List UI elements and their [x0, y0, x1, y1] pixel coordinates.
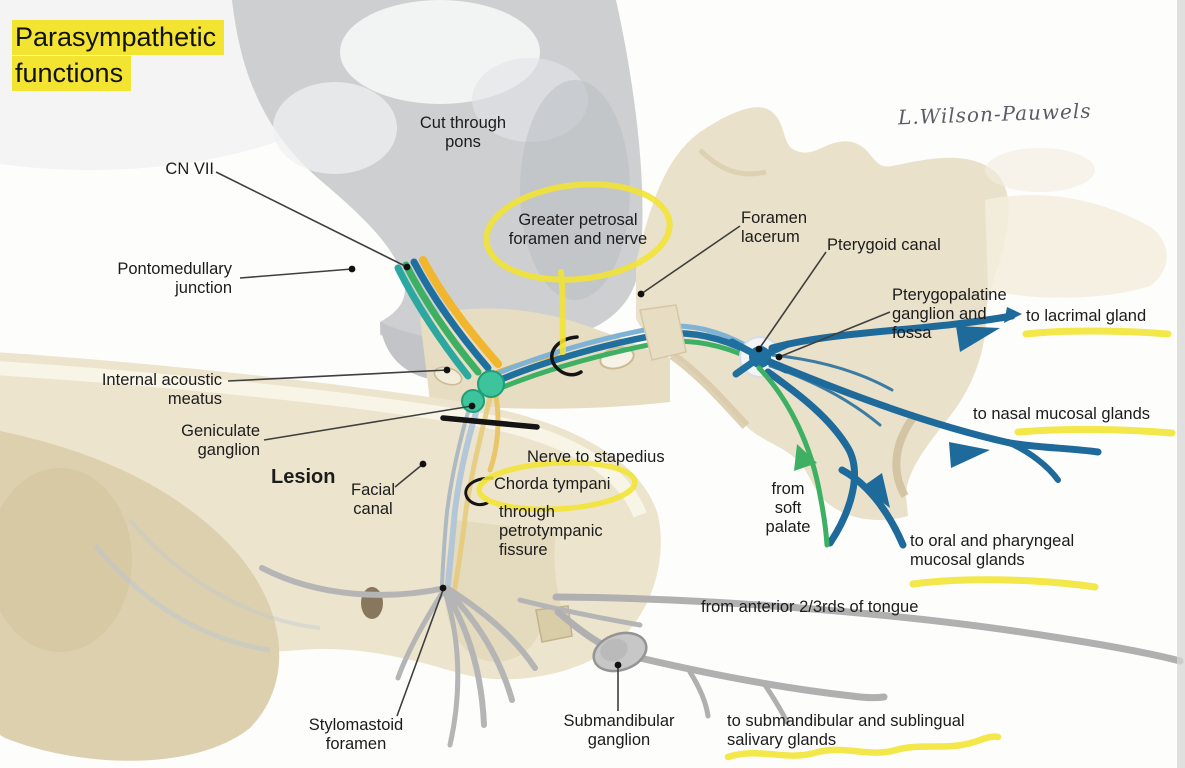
- page-title: Parasympathetic functions: [12, 20, 225, 92]
- flow-arrow-icons: [862, 307, 1022, 508]
- pons-shape: [232, 0, 643, 381]
- circle-chorda-tympani: [476, 459, 638, 513]
- extracranial-branches: [259, 565, 643, 748]
- label-to-submandibular-sublingual: to submandibular and sublingual salivary…: [727, 712, 965, 749]
- yellow-annotations: [476, 181, 1176, 761]
- title-line2: functions: [12, 56, 132, 91]
- label-greater-petrosal: Greater petrosal foramen and nerve: [508, 211, 648, 248]
- label-to-nasal-mucosal-glands: to nasal mucosal glands: [973, 405, 1151, 423]
- underline-submandibular: [724, 733, 1002, 761]
- label-pterygoid-canal: Pterygoid canal: [827, 236, 941, 254]
- label-petrotympanic-fissure: through petrotympanic fissure: [499, 503, 603, 559]
- bone-bridge: [639, 304, 687, 361]
- underline-oral: [909, 576, 1099, 591]
- distal-blue-branches: [764, 312, 1102, 549]
- label-geniculate-ganglion: Geniculate ganglion: [181, 422, 260, 459]
- title-line1: Parasympathetic: [12, 20, 225, 55]
- label-nerve-to-stapedius: Nerve to stapedius: [527, 448, 665, 466]
- submandibular-ganglion-shape: [592, 631, 648, 673]
- label-foramen-lacerum: Foramen lacerum: [741, 209, 808, 246]
- label-cut-through-pons: Cut through pons: [419, 114, 507, 151]
- label-submandibular-ganglion: Submandibular ganglion: [563, 712, 675, 749]
- circle-greater-petrosal: [483, 181, 673, 283]
- label-lesion: Lesion: [271, 466, 336, 488]
- label-from-anterior-tongue: from anterior 2/3rds of tongue: [701, 598, 919, 616]
- soft-palate-green-path: [756, 365, 830, 548]
- geniculate-ganglion-shape: [461, 370, 505, 413]
- label-to-lacrimal-gland: to lacrimal gland: [1026, 307, 1147, 325]
- green-arrow-icon: [794, 444, 817, 471]
- label-cn-vii: CN VII: [165, 160, 214, 178]
- label-facial-canal: Facial canal: [350, 481, 395, 518]
- underline-nasal: [1014, 425, 1176, 437]
- label-to-oral-pharyngeal: to oral and pharyngeal mucosal glands: [910, 532, 1075, 569]
- label-chorda-tympani: Chorda tympani: [494, 475, 611, 493]
- label-stylomastoid-foramen: Stylomastoid foramen: [308, 716, 404, 753]
- facial-canal-nerve: [440, 395, 493, 591]
- pointer-line-yellow: [558, 269, 566, 355]
- label-pterygopalatine-ganglion: Pterygopalatine ganglion and fossa: [892, 286, 1007, 342]
- label-internal-acoustic-meatus: Internal acoustic meatus: [101, 371, 222, 408]
- leader-dots: [348, 263, 783, 669]
- label-from-soft-palate: from soft palate: [765, 480, 811, 536]
- label-pontomedullary-junction: Pontomedullary junction: [117, 260, 232, 297]
- underline-lacrimal: [1022, 327, 1172, 338]
- lesion-bar: [440, 415, 540, 430]
- leader-lines: [215, 171, 891, 717]
- video-edge-strip: [1177, 0, 1185, 768]
- cnvii-bundle: [394, 256, 502, 380]
